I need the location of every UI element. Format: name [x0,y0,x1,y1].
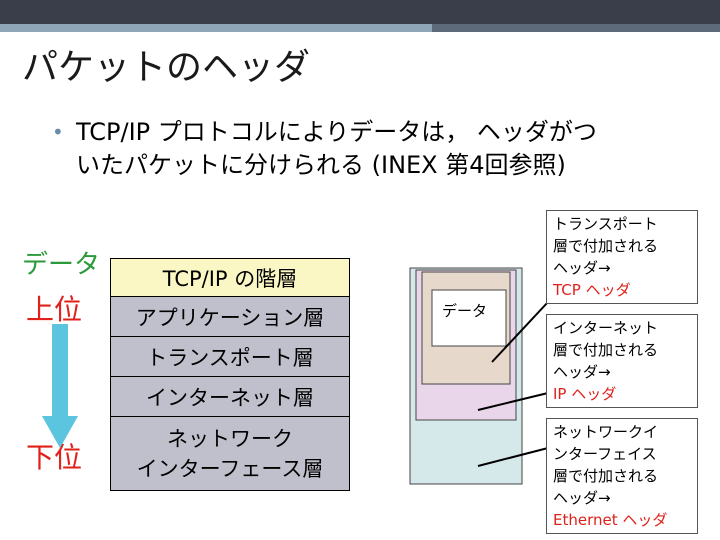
layer-table: TCP/IP の階層 アプリケーション層 トランスポート層 インターネット層 ネ… [110,258,350,491]
upper-label: 上位 [26,293,83,326]
ip-callout-line-3: ヘッダ→ [553,363,611,381]
tcp-callout-line-2: 層で付加される [553,237,659,255]
ip-callout-line-2: 層で付加される [553,341,659,359]
bullet-line-1: TCP/IP プロトコルによりデータは， ヘッダがつ [76,118,597,146]
slide-title: パケットのヘッダ [22,47,311,88]
layer-header: TCP/IP の階層 [111,259,349,297]
data-label: データ [22,250,101,280]
layer-network-interface: ネットワーク インターフェース層 [111,417,349,490]
tcp-callout-highlight: TCP ヘッダ [553,281,631,299]
top-bar [0,0,720,24]
packet-data-label: データ [442,302,488,320]
top-stripe [0,24,720,32]
eth-pointer-line [477,447,549,467]
tcp-callout-line-1: トランスポート [553,215,658,233]
tcp-header-rect [421,271,511,385]
ip-pointer-line [477,392,549,411]
ip-header-rect [415,269,517,421]
down-arrow-icon [42,324,78,448]
eth-callout-line-3: 層で付加される [553,467,659,485]
ip-callout-line-1: インターネット [553,319,659,337]
tcp-header-callout: トランスポート 層で付加される ヘッダ→ TCP ヘッダ [546,210,698,304]
eth-callout-line-4: ヘッダ→ [553,489,611,507]
ethernet-header-callout: ネットワークイ ンターフェイス 層で付加される ヘッダ→ Ethernet ヘッ… [546,418,698,534]
tcp-callout-line-3: ヘッダ→ [553,259,611,277]
layer-application: アプリケーション層 [111,297,349,337]
eth-callout-highlight: Ethernet ヘッダ [553,511,668,529]
bullet-icon: • [52,120,64,144]
ip-callout-highlight: IP ヘッダ [553,385,617,403]
layer-netif-line-1: ネットワーク [167,426,293,451]
tcp-pointer-line [491,301,549,363]
lower-label: 下位 [26,441,83,474]
top-stripe-accent [432,24,720,32]
eth-callout-line-1: ネットワークイ [553,423,659,441]
bullet-line-2: いたパケットに分けられる (INEX 第4回参照) [76,151,566,179]
ip-header-callout: インターネット 層で付加される ヘッダ→ IP ヘッダ [546,314,698,408]
layer-netif-line-2: インターフェース層 [136,456,324,481]
layer-transport: トランスポート層 [111,337,349,377]
layer-internet: インターネット層 [111,377,349,417]
bullet-point: • TCP/IP プロトコルによりデータは， ヘッダがつ いたパケットに分けられ… [52,116,692,182]
eth-callout-line-2: ンターフェイス [553,445,657,463]
